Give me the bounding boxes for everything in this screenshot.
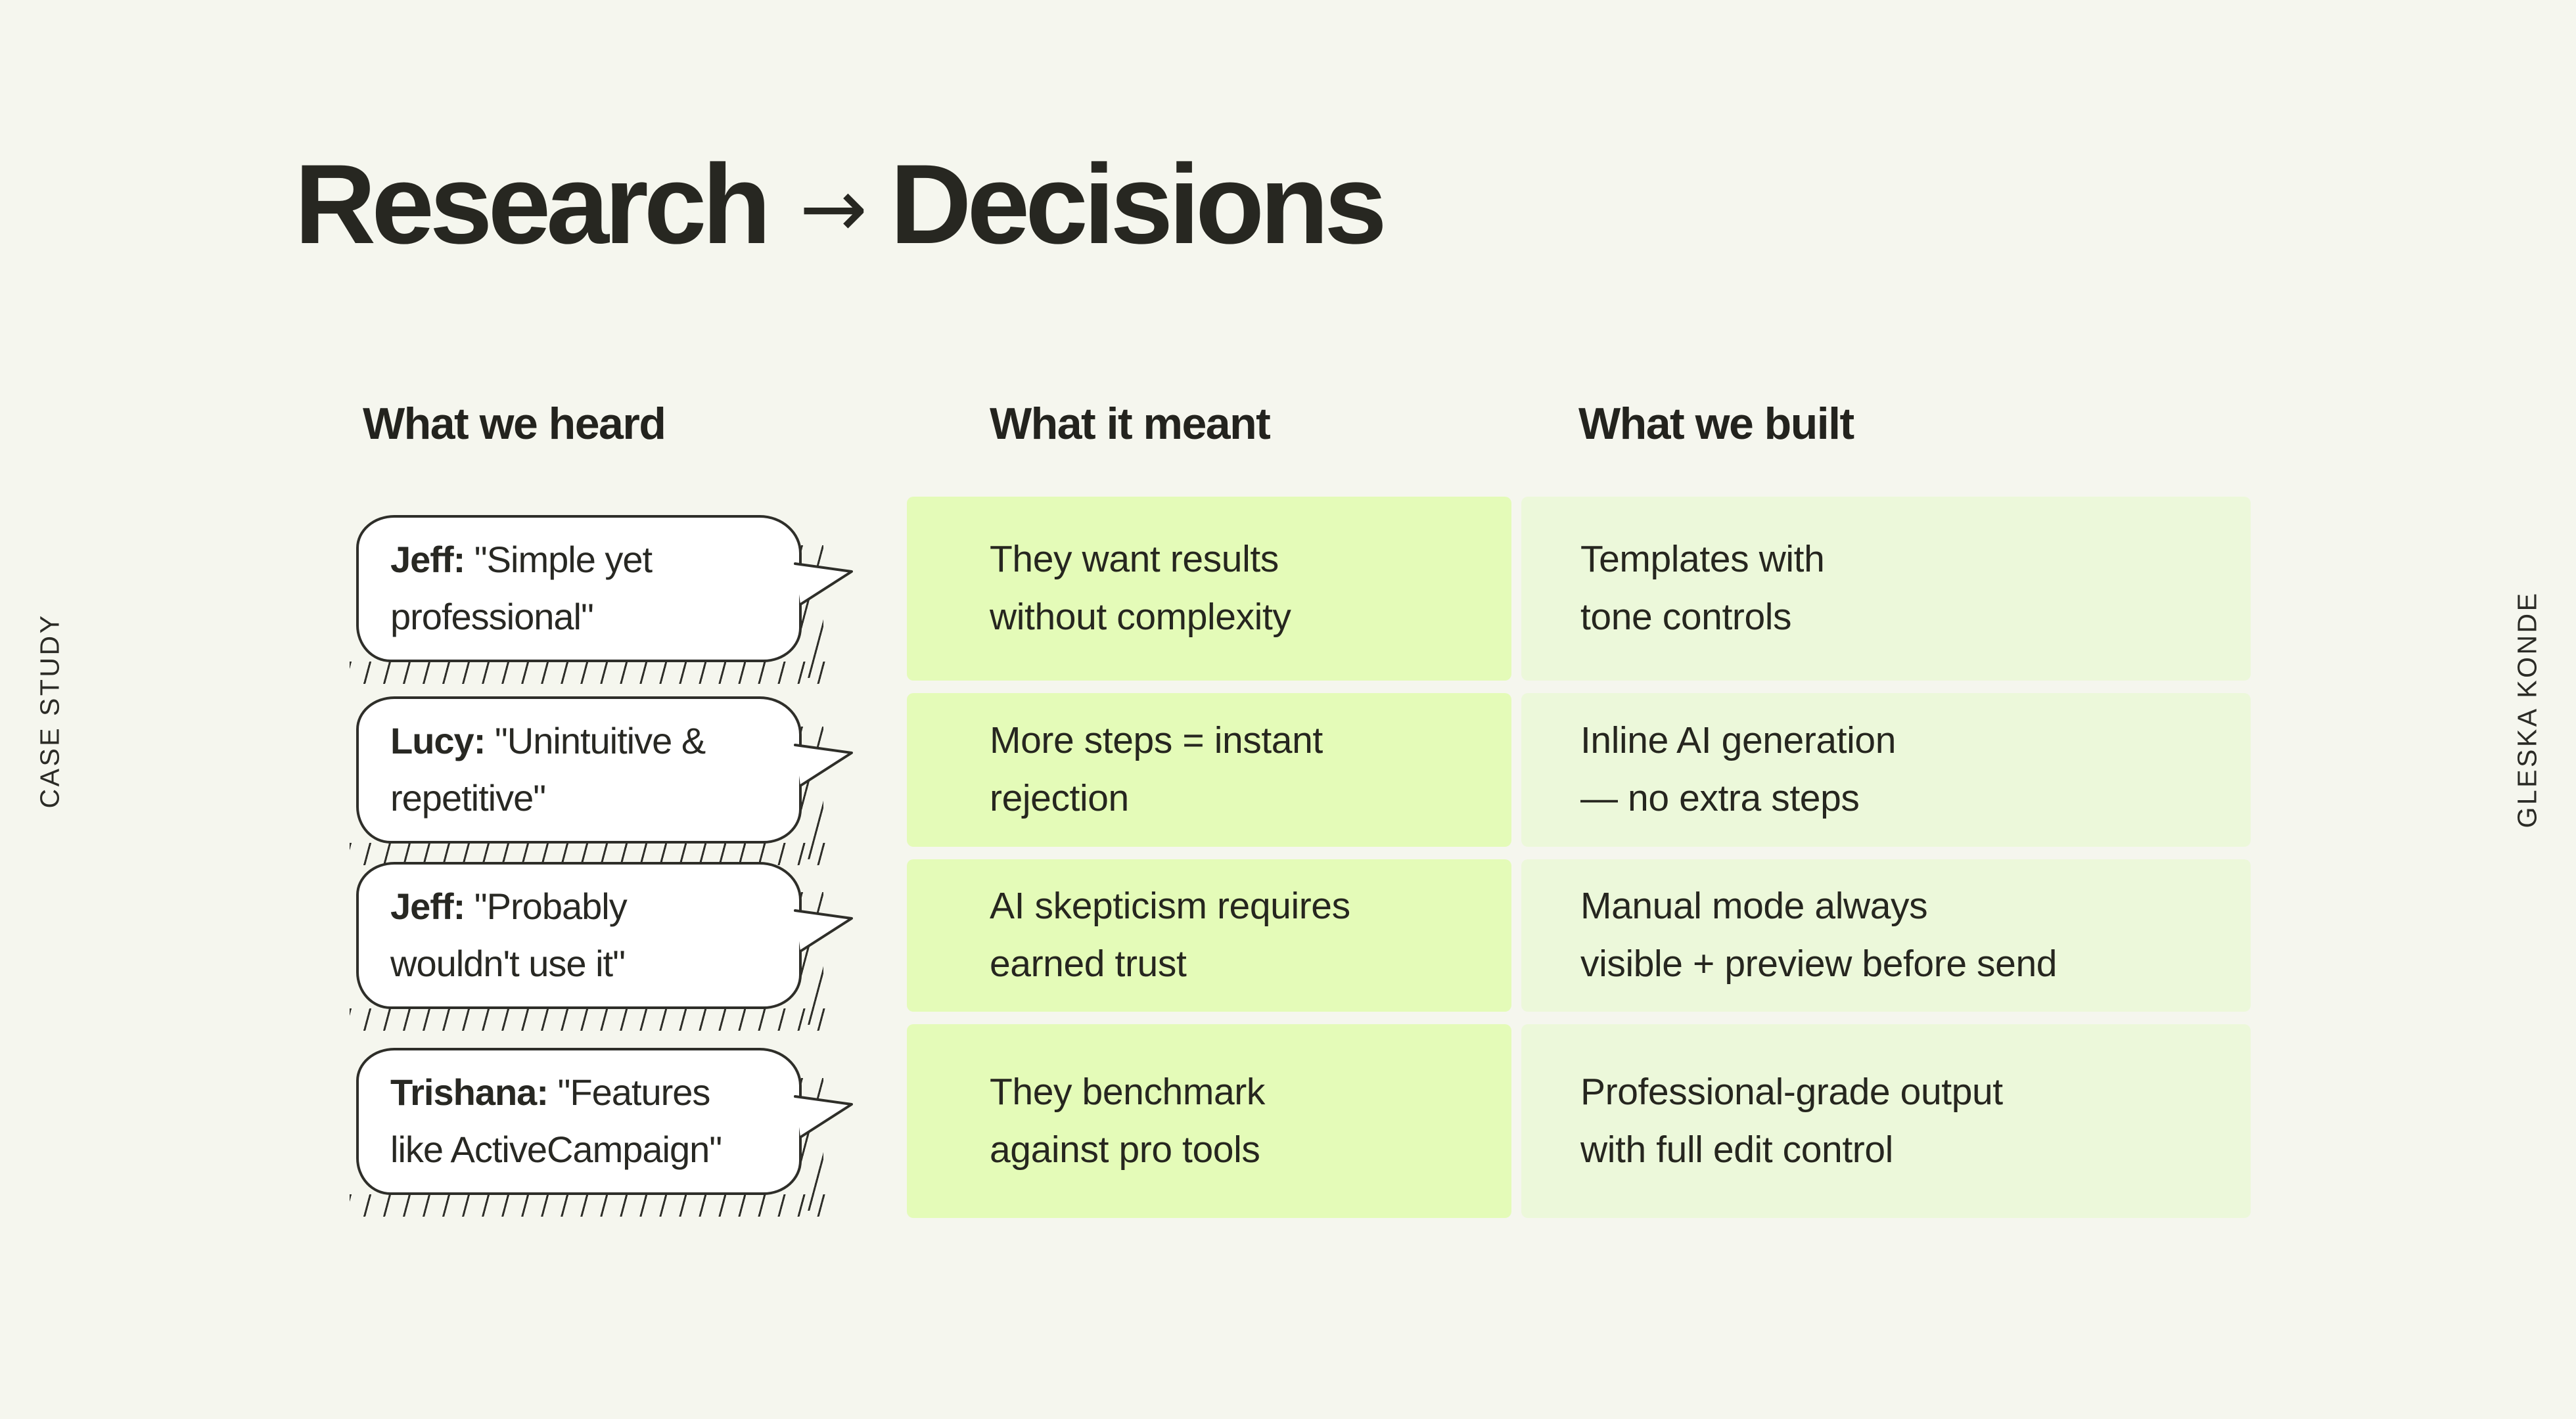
built-text: Manual mode always visible + preview bef… bbox=[1580, 885, 2058, 985]
speaker-name: Trishana: bbox=[390, 1071, 549, 1113]
page-title: Research →Decisions bbox=[294, 139, 1387, 269]
quote-text: "Simple yet professional" bbox=[390, 539, 653, 637]
meant-card: They want results without complexity bbox=[907, 497, 1511, 681]
built-card: Manual mode always visible + preview bef… bbox=[1521, 859, 2251, 1012]
quote-paragraph: Jeff: "Simple yet professional" bbox=[390, 531, 653, 646]
bubble-tail-icon bbox=[794, 744, 853, 788]
bubble-tail-icon bbox=[794, 1094, 853, 1138]
bubble-tail-icon bbox=[794, 909, 853, 953]
speech-bubble: Trishana: "Features like ActiveCampaign" bbox=[350, 1047, 853, 1217]
built-text: Professional-grade output with full edit… bbox=[1580, 1070, 2003, 1171]
bubble-tail-icon bbox=[794, 562, 853, 606]
built-text: Templates with tone controls bbox=[1580, 538, 1825, 638]
column-header-what-it-meant: What it meant bbox=[990, 399, 1271, 449]
title-research: Research bbox=[294, 141, 771, 267]
quote-text: "Features like ActiveCampaign" bbox=[390, 1071, 722, 1170]
quote-text: "Probably wouldn't use it" bbox=[390, 886, 628, 984]
quote-cell: Lucy: "Unintuitive & repetitive" bbox=[350, 693, 897, 865]
quote-paragraph: Jeff: "Probably wouldn't use it" bbox=[390, 878, 628, 993]
built-card: Professional-grade output with full edit… bbox=[1521, 1024, 2251, 1218]
meant-card: AI skepticism requires earned trust bbox=[907, 859, 1511, 1012]
speaker-name: Jeff: bbox=[390, 886, 465, 928]
speech-bubble: Lucy: "Unintuitive & repetitive" bbox=[350, 696, 853, 865]
meant-card: More steps = instant rejection bbox=[907, 693, 1511, 847]
built-card: Templates with tone controls bbox=[1521, 497, 2251, 681]
quote-cell: Jeff: "Simple yet professional" bbox=[350, 497, 897, 684]
speaker-name: Jeff: bbox=[390, 539, 465, 581]
side-label-case-study: CASE STUDY bbox=[34, 613, 65, 809]
side-label-gleska-konde: GLESKA KONDE bbox=[2512, 591, 2542, 828]
quote-cell: Trishana: "Features like ActiveCampaign" bbox=[350, 1024, 897, 1218]
column-header-what-we-heard: What we heard bbox=[363, 399, 666, 449]
arrow-right-icon: → bbox=[799, 162, 868, 256]
column-header-what-we-built: What we built bbox=[1578, 399, 1854, 449]
built-card: Inline AI generation — no extra steps bbox=[1521, 693, 2251, 847]
speech-bubble: Jeff: "Simple yet professional" bbox=[350, 515, 853, 684]
speaker-name: Lucy: bbox=[390, 720, 486, 762]
quote-paragraph: Trishana: "Features like ActiveCampaign" bbox=[390, 1064, 722, 1179]
meant-text: More steps = instant rejection bbox=[990, 719, 1323, 819]
meant-text: They want results without complexity bbox=[990, 538, 1291, 638]
quote-paragraph: Lucy: "Unintuitive & repetitive" bbox=[390, 713, 706, 827]
title-decisions: Decisions bbox=[890, 141, 1387, 267]
meant-text: They benchmark against pro tools bbox=[990, 1070, 1265, 1171]
comparison-grid: Jeff: "Simple yet professional" They wan… bbox=[350, 497, 2251, 1218]
speech-bubble: Jeff: "Probably wouldn't use it" bbox=[350, 862, 853, 1031]
quote-cell: Jeff: "Probably wouldn't use it" bbox=[350, 859, 897, 1031]
meant-text: AI skepticism requires earned trust bbox=[990, 885, 1350, 985]
quote-text: "Unintuitive & repetitive" bbox=[390, 720, 706, 819]
meant-card: They benchmark against pro tools bbox=[907, 1024, 1511, 1218]
built-text: Inline AI generation — no extra steps bbox=[1580, 719, 1897, 819]
